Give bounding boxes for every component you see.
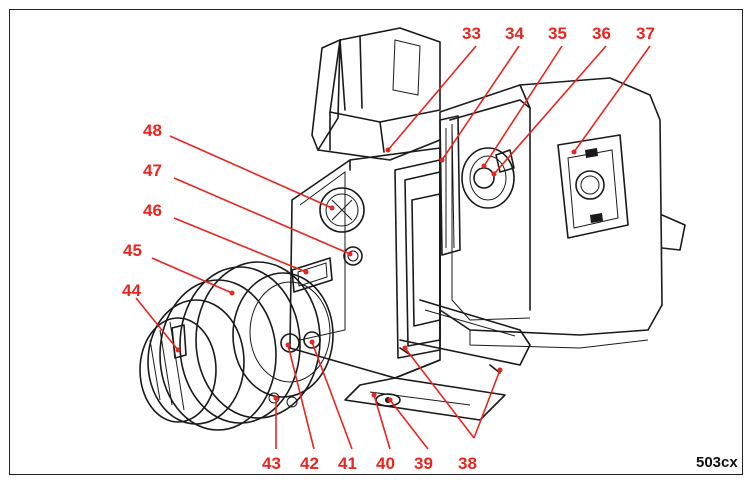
callout-40: 40 xyxy=(376,454,395,473)
leader-line-33 xyxy=(387,45,477,151)
leader-dot-34 xyxy=(439,157,445,163)
leader-line-47 xyxy=(173,177,351,255)
leader-dot-38b xyxy=(497,367,503,373)
film-magazine xyxy=(439,77,686,349)
leader-line-38b xyxy=(473,369,501,439)
leader-dot-45 xyxy=(229,290,235,296)
leader-dot-33 xyxy=(385,147,391,153)
leader-lines xyxy=(135,45,651,450)
leader-line-41 xyxy=(311,341,353,450)
leader-dot-39 xyxy=(387,397,393,403)
callout-labels: 33 34 35 36 37 38 39 40 41 42 43 44 45 4… xyxy=(122,24,655,473)
leader-dot-43 xyxy=(273,395,279,401)
callout-41: 41 xyxy=(338,454,357,473)
leader-line-40 xyxy=(373,394,391,450)
leader-dot-42 xyxy=(285,342,291,348)
callout-39: 39 xyxy=(414,454,433,473)
callout-48: 48 xyxy=(143,121,162,140)
callout-42: 42 xyxy=(300,454,319,473)
leader-dot-47 xyxy=(347,251,353,257)
leader-dot-48 xyxy=(329,205,335,211)
callout-34: 34 xyxy=(505,24,524,43)
viewfinder-hood xyxy=(311,27,441,161)
callout-44: 44 xyxy=(122,281,141,300)
leader-dot-36 xyxy=(491,171,497,177)
leader-line-37 xyxy=(573,45,651,153)
callout-43: 43 xyxy=(262,454,281,473)
camera-body xyxy=(289,147,531,421)
callout-37: 37 xyxy=(636,24,655,43)
leader-line-34 xyxy=(441,45,520,161)
leader-line-46 xyxy=(173,217,307,273)
leader-line-48 xyxy=(169,135,333,209)
lens-assembly xyxy=(139,261,334,431)
leader-dot-44 xyxy=(175,347,181,353)
callout-46: 46 xyxy=(143,201,162,220)
leader-dot-40 xyxy=(371,392,377,398)
callout-36: 36 xyxy=(592,24,611,43)
leader-dot-37 xyxy=(571,149,577,155)
leader-dot-46 xyxy=(303,269,309,275)
leader-dot-35 xyxy=(481,163,487,169)
leader-line-42 xyxy=(287,344,315,450)
leader-dots xyxy=(175,147,577,403)
leader-line-44 xyxy=(135,297,179,351)
callout-38: 38 xyxy=(458,454,477,473)
callout-33: 33 xyxy=(462,24,481,43)
leader-line-45 xyxy=(151,257,233,294)
leader-dot-38a xyxy=(402,345,408,351)
leader-line-36 xyxy=(493,45,607,175)
callout-35: 35 xyxy=(548,24,567,43)
callout-45: 45 xyxy=(123,241,142,260)
leader-line-38a xyxy=(404,347,475,439)
leader-line-39 xyxy=(389,399,429,450)
model-label: 503cx xyxy=(696,454,738,471)
leader-dot-41 xyxy=(309,339,315,345)
callout-47: 47 xyxy=(143,161,162,180)
leader-line-35 xyxy=(483,45,563,167)
